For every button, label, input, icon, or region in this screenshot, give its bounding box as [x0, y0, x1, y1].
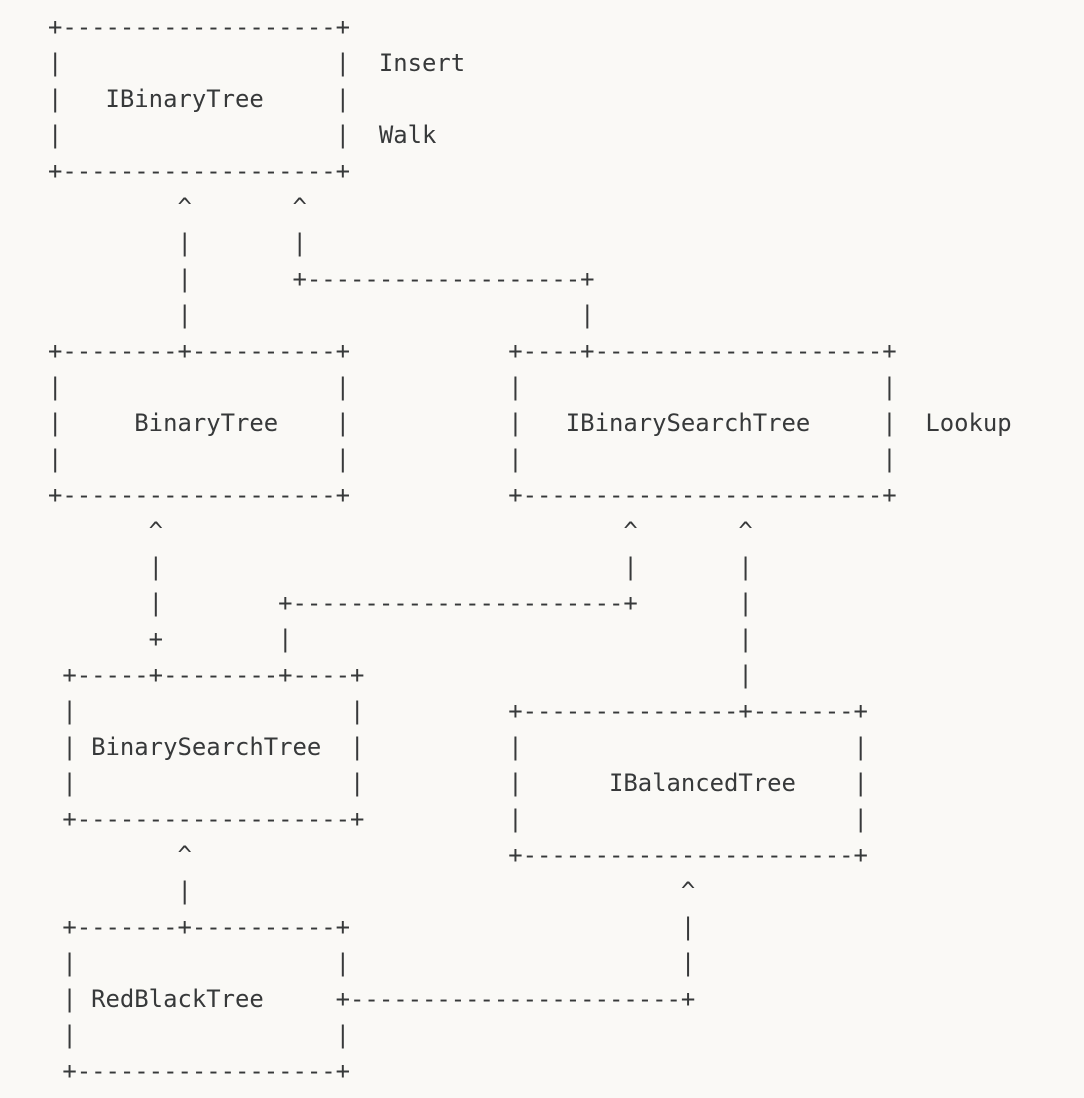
ascii-art-text: +-------------------+ | | Insert | IBina…: [48, 13, 1012, 1085]
ascii-class-diagram: +-------------------+ | | Insert | IBina…: [48, 13, 1012, 1085]
